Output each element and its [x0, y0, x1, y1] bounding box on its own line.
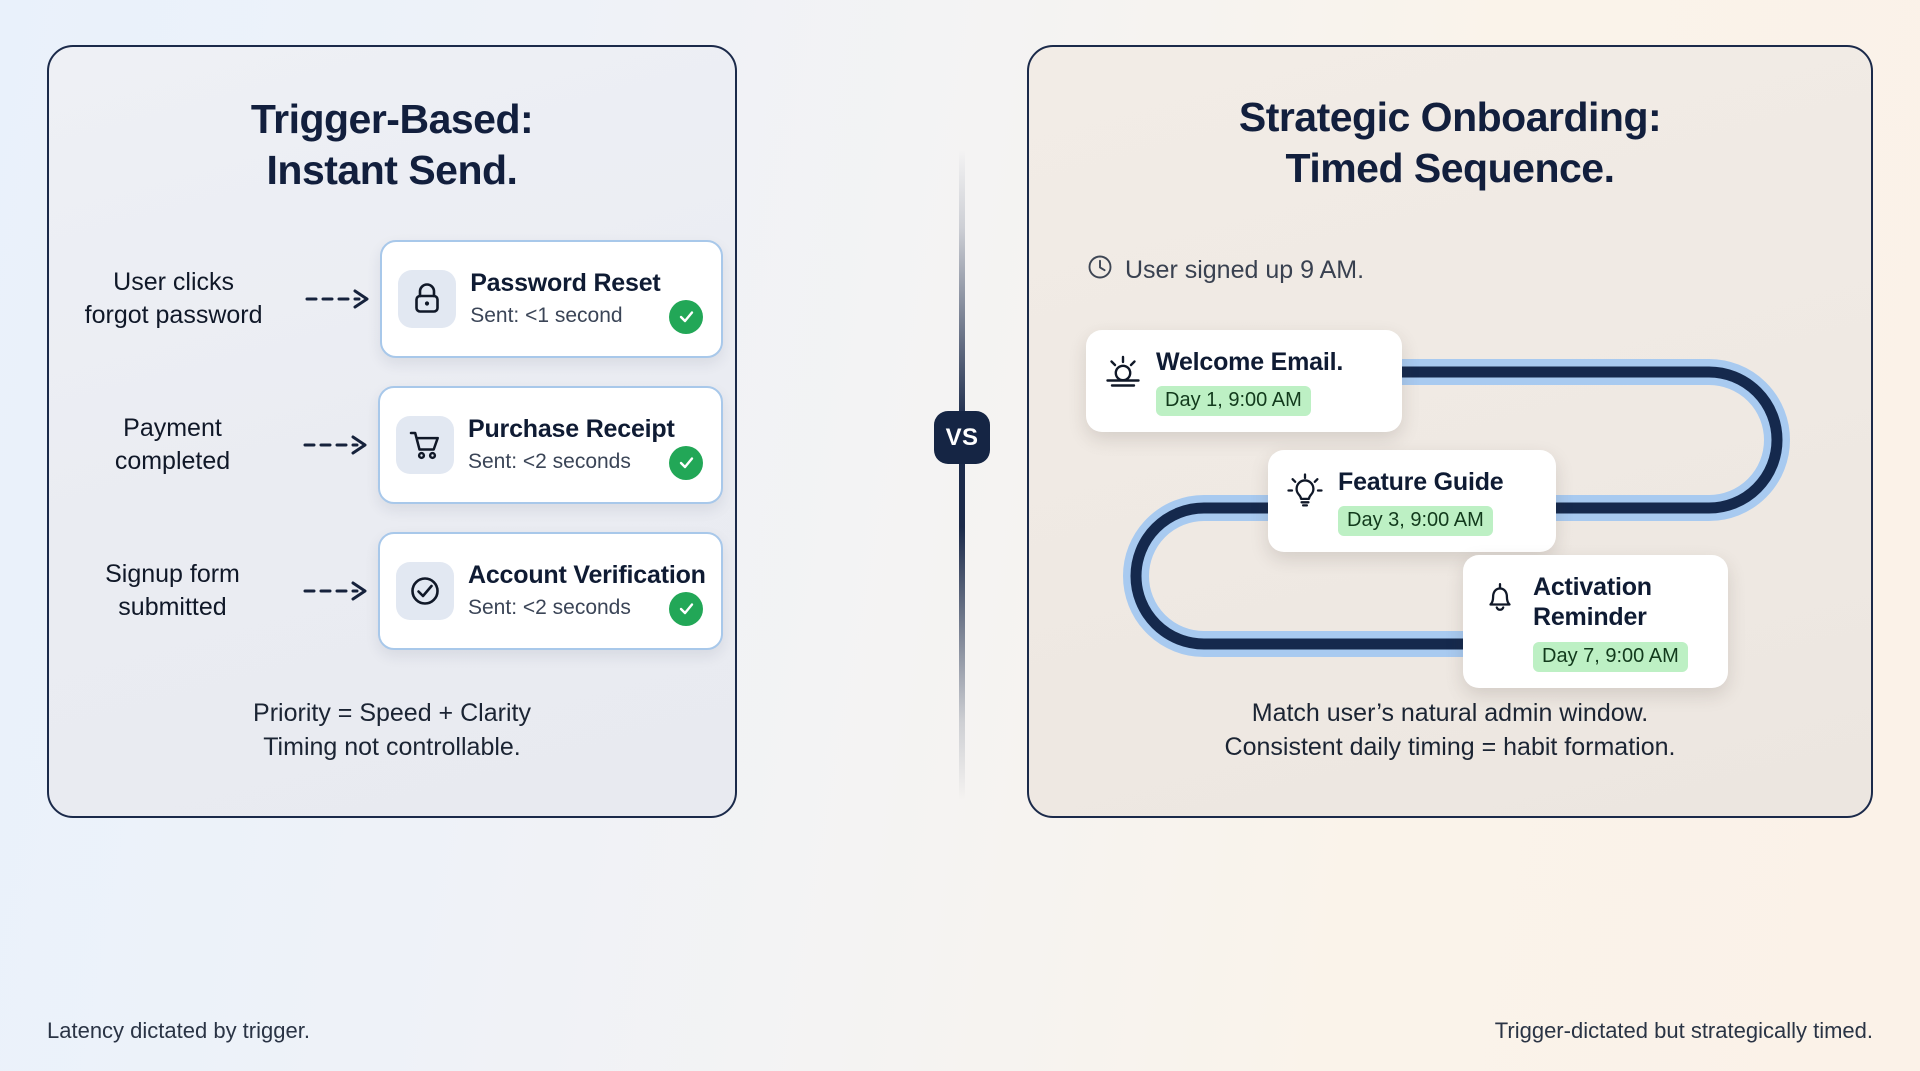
- event-subtitle: Sent: <2 seconds: [468, 595, 631, 619]
- event-text: Password Reset Sent: <1 second: [470, 269, 663, 328]
- right-note-line-1: Match user’s natural admin window.: [1251, 698, 1649, 727]
- event-text: Purchase Receipt Sent: <2 seconds: [468, 415, 675, 474]
- vs-divider-line: [959, 150, 965, 800]
- right-title-line-1: Strategic Onboarding:: [1238, 94, 1662, 140]
- trigger-label-line-1: User clicks: [113, 267, 235, 296]
- left-panel-note: Priority = Speed + Clarity Timing not co…: [49, 696, 735, 765]
- trigger-label-line-1: Payment: [123, 413, 222, 442]
- left-panel-title: Trigger-Based: Instant Send.: [49, 94, 735, 196]
- sequence-card-title-line-2: Reminder: [1533, 602, 1647, 631]
- trigger-list: User clicks forgot password: [49, 239, 735, 650]
- trigger-label: Signup form submitted: [49, 558, 300, 624]
- left-title-line-1: Trigger-Based:: [250, 96, 534, 142]
- dashed-arrow-icon: [300, 580, 378, 602]
- lock-icon: [398, 269, 457, 328]
- sequence-card-chip: Day 3, 9:00 AM: [1338, 505, 1493, 536]
- event-title: Account Verification: [468, 561, 706, 590]
- event-subtitle: Sent: <1 second: [470, 303, 623, 327]
- event-title: Password Reset: [470, 269, 661, 298]
- right-title-line-2: Timed Sequence.: [1285, 144, 1615, 191]
- trigger-row: Signup form submitted: [49, 531, 723, 650]
- trigger-label-line-1: Signup form: [105, 559, 240, 588]
- signup-time-row: User signed up 9 AM.: [1087, 254, 1364, 287]
- bell-icon: [1481, 577, 1519, 620]
- trigger-label-line-2: forgot password: [84, 300, 263, 329]
- sequence-card-chip: Day 7, 9:00 AM: [1533, 642, 1688, 672]
- sequence-card-activation-reminder[interactable]: Activation Reminder Day 7, 9:00 AM: [1463, 555, 1728, 688]
- sent-check-icon: [669, 445, 703, 480]
- dashed-arrow-icon: [300, 434, 378, 456]
- sequence-card-feature-guide[interactable]: Feature Guide Day 3, 9:00 AM: [1268, 450, 1556, 552]
- sent-check-icon: [669, 299, 703, 334]
- sunrise-icon: [1104, 352, 1142, 395]
- strategic-onboarding-panel: Strategic Onboarding: Timed Sequence. Us…: [1027, 45, 1873, 818]
- left-caption: Latency dictated by trigger.: [47, 1018, 310, 1043]
- sequence-card-title: Welcome Email.: [1156, 348, 1344, 376]
- left-note-line-1: Priority = Speed + Clarity: [253, 698, 531, 727]
- sequence-card-title-line-1: Activation: [1533, 573, 1652, 601]
- event-text: Account Verification Sent: <2 seconds: [468, 561, 706, 620]
- shopping-cart-icon: [396, 415, 454, 474]
- dashed-arrow-icon: [302, 288, 380, 310]
- trigger-label-line-2: submitted: [118, 592, 227, 621]
- event-card-purchase-receipt[interactable]: Purchase Receipt Sent: <2 seconds: [378, 385, 723, 504]
- trigger-label: User clicks forgot password: [49, 266, 302, 332]
- right-panel-title: Strategic Onboarding: Timed Sequence.: [1029, 92, 1871, 194]
- left-title-line-2: Instant Send.: [266, 146, 518, 193]
- trigger-label: Payment completed: [49, 412, 300, 478]
- signup-time-text: User signed up 9 AM.: [1125, 256, 1365, 284]
- vs-badge: VS: [934, 411, 990, 464]
- onboarding-sequence: Welcome Email. Day 1, 9:00 AM: [1029, 287, 1871, 707]
- trigger-row: User clicks forgot password: [49, 239, 723, 358]
- sent-check-icon: [669, 591, 703, 626]
- sequence-card-title: Feature Guide: [1338, 468, 1504, 496]
- lightbulb-icon: [1286, 472, 1324, 515]
- left-note-line-2: Timing not controllable.: [263, 732, 521, 761]
- event-subtitle: Sent: <2 seconds: [468, 449, 631, 473]
- clock-icon: [1087, 254, 1113, 287]
- event-title: Purchase Receipt: [468, 415, 675, 444]
- right-note-line-2: Consistent daily timing = habit formatio…: [1224, 732, 1676, 761]
- trigger-label-line-2: completed: [114, 446, 231, 475]
- trigger-based-panel: Trigger-Based: Instant Send. User clicks…: [47, 45, 737, 818]
- sequence-card-chip: Day 1, 9:00 AM: [1156, 385, 1311, 416]
- right-panel-note: Match user’s natural admin window. Consi…: [1029, 696, 1871, 765]
- trigger-row: Payment completed: [49, 385, 723, 504]
- right-caption: Trigger-dictated but strategically timed…: [1494, 1018, 1873, 1043]
- event-card-account-verification[interactable]: Account Verification Sent: <2 seconds: [378, 531, 723, 650]
- event-card-password-reset[interactable]: Password Reset Sent: <1 second: [380, 239, 723, 358]
- check-circle-icon: [396, 561, 454, 620]
- sequence-card-body: Feature Guide Day 3, 9:00 AM: [1338, 468, 1504, 536]
- sequence-card-body: Welcome Email. Day 1, 9:00 AM: [1156, 348, 1343, 416]
- sequence-card-body: Activation Reminder Day 7, 9:00 AM: [1533, 573, 1708, 672]
- sequence-card-welcome-email[interactable]: Welcome Email. Day 1, 9:00 AM: [1086, 330, 1402, 432]
- sequence-card-title: Activation Reminder: [1533, 573, 1708, 632]
